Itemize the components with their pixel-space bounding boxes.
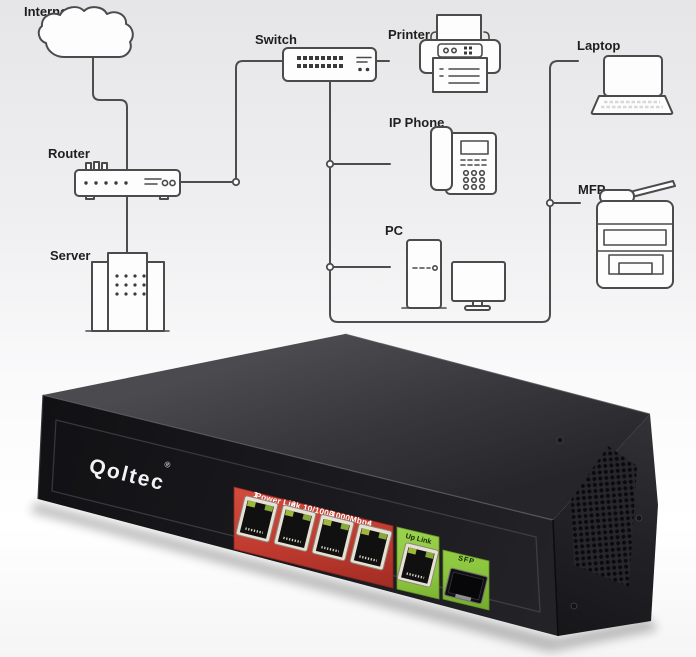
- mfp-label: MFP: [578, 182, 606, 197]
- ip-phone-node: IP Phone: [389, 115, 497, 195]
- switch-node: Switch: [255, 32, 377, 82]
- junction-pc: [325, 262, 335, 272]
- server-dots: [115, 274, 146, 296]
- network-diagram: Internet Router: [24, 4, 676, 332]
- junction-mfp: [545, 198, 555, 208]
- internet-node: Internet: [24, 4, 134, 58]
- cloud-icon: [37, 6, 134, 58]
- junction-router: [231, 177, 241, 187]
- wire-switch-trunk: [329, 60, 579, 323]
- printer-icon: [419, 14, 501, 93]
- pc-label: PC: [385, 223, 404, 238]
- switch-ports: [297, 56, 343, 68]
- pc-icon: [401, 239, 506, 311]
- ip-phone-label: IP Phone: [389, 115, 444, 130]
- junction-ipphone: [325, 159, 335, 169]
- mfp-node: MFP: [578, 180, 676, 289]
- front-top-edge: [42, 394, 554, 521]
- vent-grille: [571, 446, 637, 587]
- wire-internet-router: [92, 56, 128, 171]
- keypad-dots: [462, 169, 486, 191]
- port-1-label: 1: [252, 490, 258, 500]
- uplink-port-panel: Up Link: [396, 526, 440, 600]
- server-label: Server: [50, 248, 90, 263]
- connector-lines: [92, 56, 581, 323]
- right-corner-edge: [552, 519, 559, 637]
- chassis-top-face: [43, 334, 650, 520]
- brand-reg-mark: ®: [163, 460, 171, 470]
- sfp-port-panel: SFP: [442, 549, 490, 611]
- server-node: Server: [50, 248, 170, 332]
- server-icon: [85, 252, 170, 332]
- port-4-label: 4: [366, 518, 373, 528]
- port-3-label: 3: [328, 509, 334, 519]
- laptop-node: Laptop: [577, 38, 674, 115]
- printer-node: Printer: [388, 14, 501, 93]
- printer-label: Printer: [388, 27, 430, 42]
- router-icon: [74, 161, 181, 200]
- switch-label: Switch: [255, 32, 297, 47]
- laptop-icon: [590, 55, 674, 115]
- laptop-label: Laptop: [577, 38, 620, 53]
- rj45-port-3: [311, 514, 355, 562]
- product-shadow: [30, 502, 658, 652]
- rj45-port-2: [273, 504, 317, 552]
- left-edge: [37, 394, 44, 500]
- ip-phone-icon: [430, 126, 497, 195]
- mfp-icon: [596, 180, 676, 289]
- poe-port-panel: Power Link 10/100/1000Mbps 1 2 3 4: [233, 486, 394, 589]
- sfp-cage: [444, 567, 488, 605]
- rj45-port-uplink: [396, 542, 440, 588]
- port-2-label: 2: [290, 499, 296, 509]
- rj45-port-1: [235, 495, 279, 543]
- pc-node: PC: [385, 223, 506, 311]
- front-inset-border: [51, 419, 541, 613]
- screws: [556, 436, 643, 610]
- switch-product-photo: Qoltec ® Power Link 10/100/1000Mbps 1 2 …: [30, 333, 658, 652]
- back-top-edge: [344, 333, 651, 415]
- switch-icon: [282, 47, 377, 82]
- router-label: Router: [48, 146, 90, 161]
- sfp-label: SFP: [457, 553, 476, 566]
- router-node: Router: [48, 146, 181, 200]
- wire-junction-switch: [235, 60, 283, 179]
- rj45-port-4: [349, 523, 393, 571]
